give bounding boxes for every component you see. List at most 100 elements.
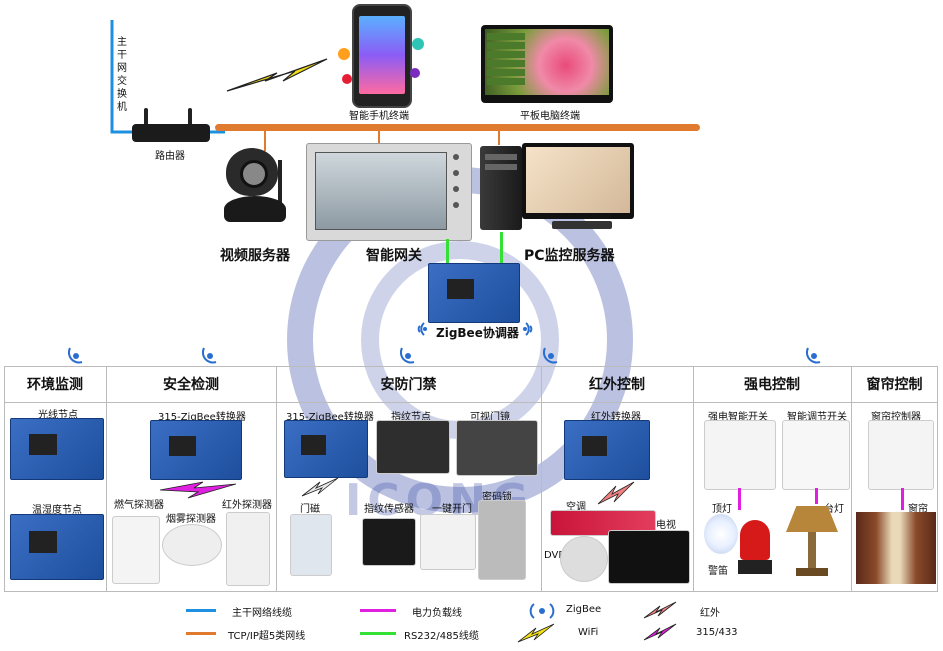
- panel-security: [276, 402, 542, 592]
- door-sensor-icon[interactable]: [290, 514, 332, 576]
- legend-label-rf315: 315/433: [696, 627, 738, 638]
- rs232-pc-line: [500, 232, 503, 266]
- gas-detector-icon[interactable]: [112, 516, 160, 584]
- section-ir-control[interactable]: 红外控制: [541, 366, 694, 403]
- ir-detector-label: 红外探测器: [222, 500, 272, 511]
- power-line-ceiling: [738, 488, 741, 510]
- section-env-monitor[interactable]: 环境监测: [4, 366, 107, 403]
- smoke-detector-icon[interactable]: [162, 524, 222, 566]
- switch-label: 主干网交换机: [117, 37, 127, 113]
- fingerprint-sensor-label: 指纹传感器: [364, 504, 414, 515]
- tcpip-drop-gateway: [378, 131, 380, 143]
- legend-label-power: 电力负载线: [412, 608, 462, 619]
- one-key-label: 一键开门: [432, 504, 472, 515]
- conv315-b-board[interactable]: [284, 420, 368, 478]
- ir-converter-label: 红外转换器: [591, 412, 641, 423]
- tcpip-bus: [215, 124, 700, 131]
- one-key-button-icon[interactable]: [420, 514, 476, 570]
- legend-line-power: [360, 609, 396, 612]
- code-lock-label: 密码锁: [482, 492, 512, 503]
- power-switch-icon[interactable]: [704, 420, 776, 490]
- conv315-a-board[interactable]: [150, 420, 242, 480]
- dimmer-switch-icon[interactable]: [782, 420, 850, 490]
- rf315-bolt-icon: [159, 481, 237, 499]
- tv-icon[interactable]: [608, 530, 690, 584]
- conv315-b-label: 315-ZigBee转换器: [286, 412, 374, 423]
- table-lamp-label: 台灯: [824, 504, 844, 515]
- video-door-label: 可视门镜: [470, 412, 510, 423]
- dvd-label: DVD: [544, 550, 567, 561]
- fingerprint-node-label: 指纹节点: [391, 412, 431, 423]
- zigbee-icon-env: [67, 347, 83, 364]
- tcpip-drop-pc: [498, 131, 500, 145]
- light-node-label: 光线节点: [38, 410, 78, 421]
- smartphone-icon[interactable]: [352, 4, 412, 108]
- curtain-controller-icon[interactable]: [868, 420, 934, 490]
- smoke-label: 烟雾探测器: [166, 514, 216, 525]
- ir-detector-icon[interactable]: [226, 512, 270, 586]
- panel-ir: [541, 402, 694, 592]
- legend-line-backbone: [186, 609, 216, 612]
- ceiling-light-icon[interactable]: [704, 514, 738, 554]
- phone-label: 智能手机终端: [349, 111, 409, 122]
- legend-label-zigbee: ZigBee: [566, 604, 602, 615]
- gateway-panel-icon[interactable]: [306, 143, 472, 241]
- zigbee-icon-security: [399, 347, 415, 364]
- power-line-curtain: [901, 488, 904, 510]
- legend-label-backbone: 主干网络线缆: [232, 608, 292, 619]
- tcpip-drop-video: [264, 131, 266, 151]
- curtain-ctrl-label: 窗帘控制器: [871, 412, 921, 423]
- gateway-label: 智能网关: [366, 248, 422, 264]
- door-sensor-label: 门磁: [300, 504, 320, 515]
- wifi-bolt-icon: [226, 58, 328, 92]
- legend-label-ir: 红外: [700, 608, 720, 619]
- section-curtain-control[interactable]: 窗帘控制: [851, 366, 938, 403]
- dimmer-label: 智能调节开关: [787, 412, 847, 423]
- curtain-icon[interactable]: [856, 512, 936, 584]
- ac-label: 空调: [566, 502, 586, 513]
- conv315-a-label: 315-ZigBee转换器: [158, 412, 246, 423]
- tablet-icon[interactable]: [481, 25, 613, 103]
- temp-node-board[interactable]: [10, 514, 104, 580]
- video-door-viewer-icon[interactable]: [456, 420, 538, 476]
- ir-converter-board[interactable]: [564, 420, 650, 480]
- code-lock-icon[interactable]: [478, 500, 526, 580]
- door-sensor-bolt-icon: [301, 477, 339, 497]
- ceiling-light-label: 顶灯: [712, 504, 732, 515]
- legend-rf315-icon: [643, 623, 677, 641]
- zigbee-icon-power: [805, 347, 821, 364]
- legend-wifi-icon: [517, 623, 555, 643]
- router-label: 路由器: [155, 151, 185, 162]
- router-icon[interactable]: [132, 108, 210, 144]
- ip-camera-icon[interactable]: [220, 140, 300, 228]
- section-safety-detect[interactable]: 安全检测: [106, 366, 277, 403]
- curtain-label: 窗帘: [908, 504, 928, 515]
- section-power-control[interactable]: 强电控制: [693, 366, 852, 403]
- table-lamp-icon[interactable]: [786, 506, 838, 578]
- zigbee-coordinator-board[interactable]: [428, 263, 520, 323]
- tablet-label: 平板电脑终端: [520, 111, 580, 122]
- pc-tower-icon[interactable]: [480, 146, 522, 230]
- legend: 主干网络线缆 TCP/IP超5类网线 电力负载线 RS232/485线缆 Zig…: [180, 600, 760, 646]
- dvd-player-icon[interactable]: [560, 536, 608, 582]
- fingerprint-node-board[interactable]: [376, 420, 450, 474]
- tv-label: 电视: [656, 520, 676, 531]
- legend-zigbee-icon: [529, 603, 555, 619]
- gas-label: 燃气探测器: [114, 500, 164, 511]
- phone-app-bubbles: [336, 18, 426, 98]
- power-switch-label: 强电智能开关: [708, 412, 768, 423]
- light-node-board[interactable]: [10, 418, 104, 480]
- legend-ir-icon: [643, 601, 677, 619]
- rs232-gateway-line: [446, 239, 449, 265]
- ac-unit-icon[interactable]: [550, 510, 656, 536]
- fingerprint-sensor-icon[interactable]: [362, 518, 416, 566]
- coordinator-zigbee-left-icon: [412, 321, 430, 337]
- section-security-access[interactable]: 安防门禁: [276, 366, 542, 403]
- pc-monitor-icon[interactable]: [522, 143, 634, 231]
- subsystems-panel: [4, 366, 938, 592]
- legend-label-rs232: RS232/485线缆: [404, 631, 479, 642]
- siren-icon[interactable]: [738, 520, 772, 576]
- coordinator-label: ZigBee协调器: [436, 326, 519, 340]
- panel-safety: [106, 402, 277, 592]
- power-line-lamp: [815, 488, 818, 504]
